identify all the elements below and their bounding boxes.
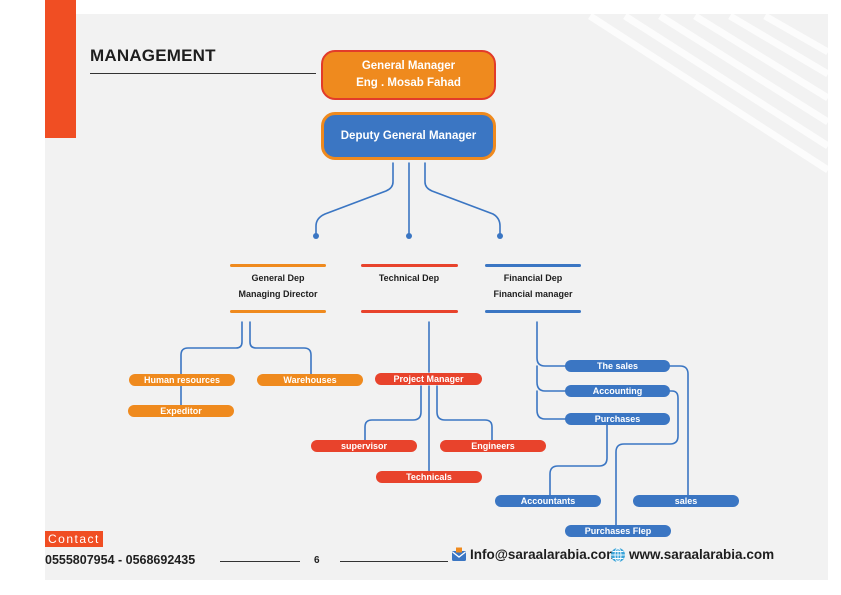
purchases-flep-tag: Purchases Flep bbox=[565, 525, 671, 537]
supervisor-tag: supervisor bbox=[311, 440, 417, 452]
general-dep-top-bar bbox=[230, 264, 326, 267]
technical-dep-title: Technical Dep bbox=[378, 273, 440, 283]
phone-numbers: 0555807954 - 0568692435 bbox=[45, 553, 196, 567]
technicals-tag: Technicals bbox=[376, 471, 482, 483]
page-title: MANAGEMENT bbox=[90, 46, 216, 65]
content-sheet bbox=[45, 14, 828, 580]
financial-dep-box: Financial Dep Financial manager bbox=[473, 270, 593, 302]
page-number: 6 bbox=[314, 555, 320, 566]
contact-label: Contact bbox=[45, 531, 103, 547]
purchases-tag: Purchases bbox=[565, 413, 670, 425]
accountants-tag: Accountants bbox=[495, 495, 601, 507]
financial-dep-title: Financial Dep bbox=[503, 273, 563, 283]
financial-dep-subtitle: Financial manager bbox=[493, 289, 573, 299]
technical-dep-bottom-bar bbox=[361, 310, 458, 313]
warehouses-tag: Warehouses bbox=[257, 374, 363, 386]
general-manager-role: General Manager bbox=[361, 60, 456, 72]
envelope-icon bbox=[452, 547, 466, 561]
general-manager-name: Eng . Mosab Fahad bbox=[356, 77, 461, 89]
deputy-general-manager-label: Deputy General Manager bbox=[340, 130, 477, 142]
general-dep-box: General Dep Managing Director bbox=[218, 270, 338, 302]
footer-line-right bbox=[340, 561, 448, 562]
expeditor-tag: Expeditor bbox=[128, 405, 234, 417]
financial-dep-top-bar bbox=[485, 264, 581, 267]
general-dep-bottom-bar bbox=[230, 310, 326, 313]
technical-dep-box: Technical Dep bbox=[349, 270, 469, 286]
footer-line-left bbox=[220, 561, 300, 562]
email-link[interactable]: Info@saraalarabia.com bbox=[470, 547, 619, 562]
financial-dep-bottom-bar bbox=[485, 310, 581, 313]
human-resources-tag: Human resources bbox=[129, 374, 235, 386]
website-link[interactable]: www.saraalarabia.com bbox=[629, 547, 775, 562]
the-sales-tag: The sales bbox=[565, 360, 670, 372]
general-dep-title: General Dep bbox=[251, 273, 305, 283]
technical-dep-top-bar bbox=[361, 264, 458, 267]
general-manager-box: General Manager Eng . Mosab Fahad bbox=[321, 50, 496, 100]
globe-icon bbox=[611, 547, 625, 563]
project-manager-tag: Project Manager bbox=[375, 373, 482, 385]
accounting-tag: Accounting bbox=[565, 385, 670, 397]
deputy-general-manager-box: Deputy General Manager bbox=[321, 112, 496, 160]
accent-bar bbox=[45, 0, 76, 138]
title-underline bbox=[90, 73, 316, 74]
sales-tag: sales bbox=[633, 495, 739, 507]
engineers-tag: Engineers bbox=[440, 440, 546, 452]
general-dep-subtitle: Managing Director bbox=[238, 289, 318, 299]
